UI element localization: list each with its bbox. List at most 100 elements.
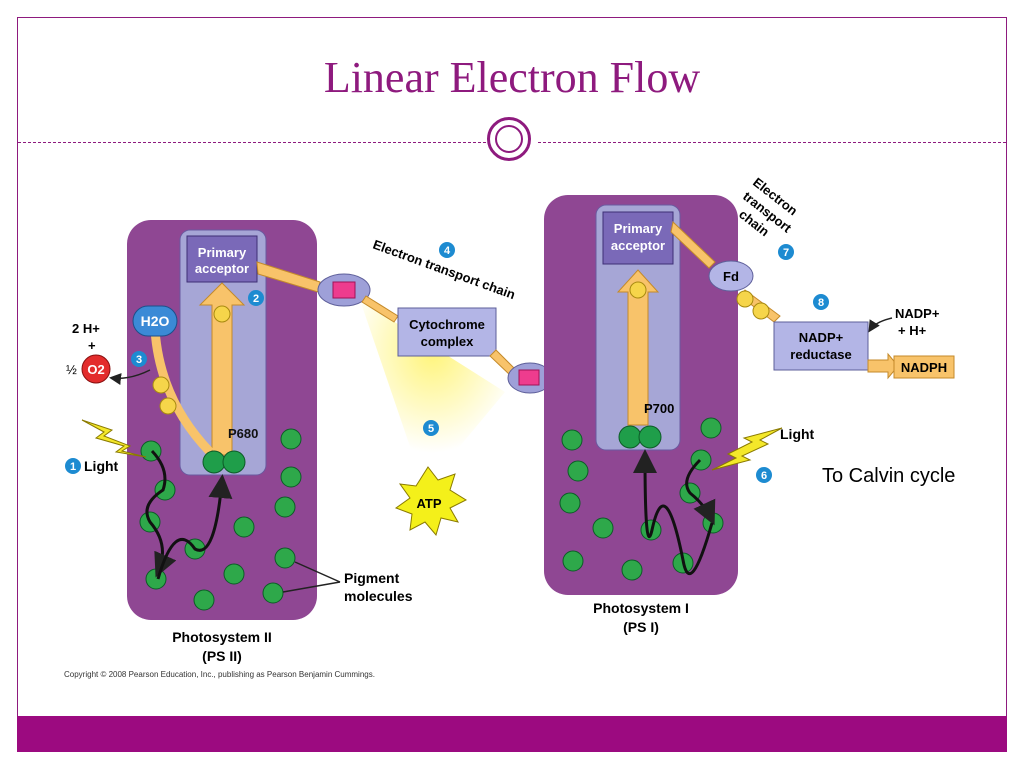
pigment (193, 589, 215, 611)
psi-light-label: Light (780, 426, 815, 442)
electron-fd-2 (752, 302, 770, 320)
footer-bar (17, 716, 1007, 752)
pigment (280, 428, 302, 450)
oxygen-label: O2 (87, 362, 104, 377)
nadp-input-arrow (868, 317, 893, 333)
p680-right (222, 450, 246, 474)
frame-top-border (17, 17, 1007, 18)
psi-acceptor-to-fd-arrow (670, 221, 716, 269)
step-5-label: 5 (428, 423, 434, 435)
frame-left-border (17, 17, 18, 717)
psi-energy-path-2 (633, 449, 714, 575)
oxygen-circle (81, 354, 111, 384)
electron-psii-2 (159, 397, 177, 415)
electron-fd-1 (736, 290, 754, 308)
fd-label: Fd (723, 269, 739, 284)
title-divider-right (538, 142, 1006, 143)
pigment (567, 460, 589, 482)
reductase-label-1: NADP+ (799, 330, 844, 345)
step-5-badge (423, 420, 439, 436)
step-7-badge (778, 244, 794, 260)
half-label: ½ (66, 362, 77, 377)
p700-label: P700 (644, 401, 674, 416)
pigment (233, 516, 255, 538)
pq-to-cytochrome-arrow (361, 295, 399, 323)
psi-name: Photosystem I (593, 600, 689, 616)
pigment (280, 466, 302, 488)
pigment (274, 547, 296, 569)
atp-burst-icon (394, 466, 468, 537)
water-electron-path (150, 329, 214, 456)
cytochrome-complex (397, 307, 497, 357)
electron-psii-1 (152, 376, 170, 394)
plastoquinone-core (332, 281, 356, 299)
reductase-output-arrow (867, 352, 899, 380)
pigment (145, 568, 167, 590)
pigment (592, 517, 614, 539)
psii-electron-arrow (198, 282, 246, 456)
step-8-label: 8 (818, 297, 824, 309)
psi-abbrev: (PS I) (623, 619, 659, 635)
psii-energy-path-1 (145, 449, 177, 578)
psi-electron-arrow (616, 269, 660, 426)
pigment-pointer-2 (282, 581, 341, 593)
slide-title: Linear Electron Flow (323, 53, 701, 102)
psi-pigments (559, 417, 724, 581)
atp-label: ATP (416, 496, 441, 511)
step-3-badge (131, 351, 147, 367)
reductase-label-2: reductase (790, 347, 851, 362)
frame-right-border (1006, 17, 1007, 717)
pigment (621, 559, 643, 581)
step-1-badge (65, 458, 81, 474)
pigment (559, 492, 581, 514)
psi-primary-acceptor (602, 211, 674, 265)
psii-abbrev: (PS II) (202, 648, 242, 664)
atp-glow (360, 300, 505, 470)
step-6-badge (756, 467, 772, 483)
step-2-label: 2 (253, 293, 259, 305)
divider-ring-icon (487, 117, 531, 161)
water-label: H2O (141, 313, 170, 329)
pigment (274, 496, 296, 518)
cytochrome-label-2: complex (421, 334, 475, 349)
water-pill (132, 305, 178, 337)
psii-primary-acceptor (186, 235, 258, 283)
step-6-label: 6 (761, 470, 767, 482)
step-1-label: 1 (70, 461, 76, 473)
psii-name: Photosystem II (172, 629, 272, 645)
psii-energy-path-2 (156, 474, 233, 580)
title-divider-left (18, 142, 486, 143)
psii-acceptor-label-2: acceptor (195, 261, 249, 276)
pigment-label-2: molecules (344, 588, 413, 604)
nadp-reductase (773, 321, 869, 371)
psii-light-label: Light (84, 458, 119, 474)
psi-acceptor-label-2: acceptor (611, 238, 665, 253)
step-4-badge (439, 242, 455, 258)
pigment-label-1: Pigment (344, 570, 400, 586)
step-7-label: 7 (783, 247, 789, 259)
plus-label: + (88, 338, 96, 353)
psii-pigments (139, 428, 302, 611)
h-plus-label: 2 H+ (72, 321, 100, 336)
step-3-label: 3 (136, 354, 142, 366)
p680-left (202, 450, 226, 474)
copyright-notice: Copyright © 2008 Pearson Education, Inc.… (64, 670, 375, 679)
pigment (700, 417, 722, 439)
light-bolt-psii (81, 419, 147, 458)
pigment (562, 550, 584, 572)
step-4-label: 4 (444, 245, 451, 257)
step-2-badge (248, 290, 264, 306)
plastocyanin-core (518, 369, 540, 386)
nadph-label: NADPH (901, 360, 947, 375)
pigment (262, 582, 284, 604)
calvin-cycle-label: To Calvin cycle (822, 465, 955, 487)
psi-energy-path-1 (685, 458, 716, 526)
pigment (223, 563, 245, 585)
cytochrome-label-1: Cytochrome (409, 317, 485, 332)
light-bolt-psi (711, 427, 783, 471)
p700-right (638, 425, 662, 449)
nadph-box (893, 355, 955, 379)
ferredoxin (708, 260, 754, 292)
